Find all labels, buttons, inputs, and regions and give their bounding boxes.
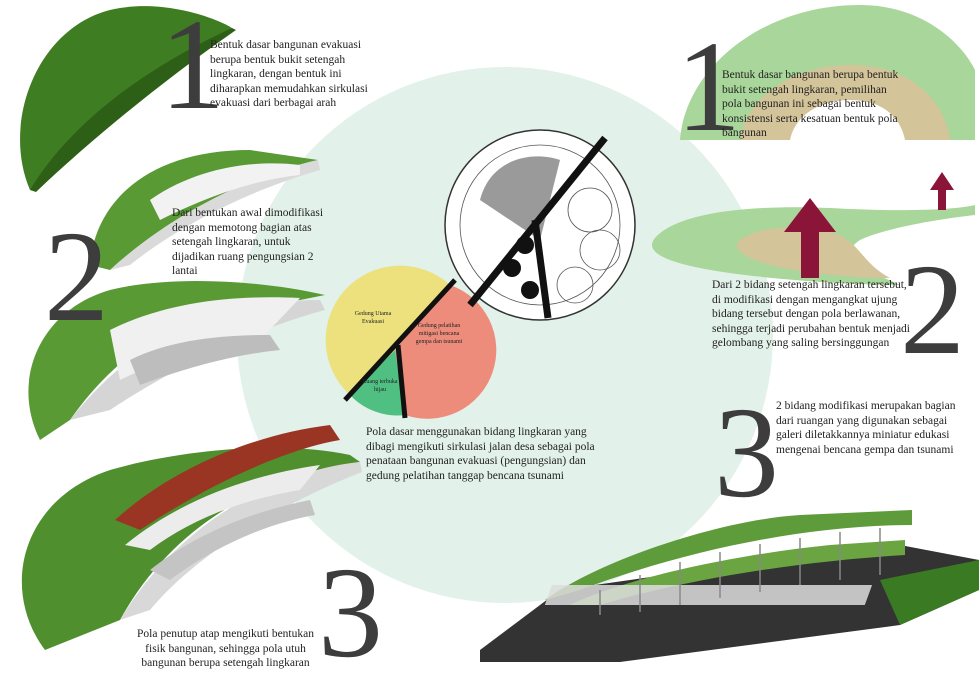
pie-label-yellow: Gedung Utama Evakuasi (348, 310, 398, 326)
left-step1-text: Bentuk dasar bangunan evakuasi berupa be… (210, 38, 368, 111)
center-description: Pola dasar menggunakan bidang lingkaran … (366, 425, 601, 483)
right-step3-text: 2 bidang modifikasi merupakan bagian dar… (776, 399, 966, 457)
site-plan (445, 130, 635, 320)
right-step2-text: Dari 2 bidang setengah lingkaran tersebu… (712, 278, 910, 351)
arrow-up-small-icon (930, 172, 954, 210)
left-step3-model (22, 425, 362, 650)
left-step2-number: 2 (44, 212, 109, 342)
pie-label-red: Gedung pelatihan mitigasi bencana gempa … (412, 322, 466, 346)
left-step3-text: Pola penutup atap mengikuti bentukan fis… (128, 627, 323, 671)
left-step3-number: 3 (318, 548, 383, 678)
right-step1-text: Bentuk dasar bangunan berupa bentuk buki… (722, 68, 902, 141)
right-step3-number: 3 (714, 388, 779, 518)
pie-label-green: Ruang terbuka hijau (362, 378, 398, 394)
left-step2-text: Dari bentukan awal dimodifikasi dengan m… (172, 206, 332, 279)
